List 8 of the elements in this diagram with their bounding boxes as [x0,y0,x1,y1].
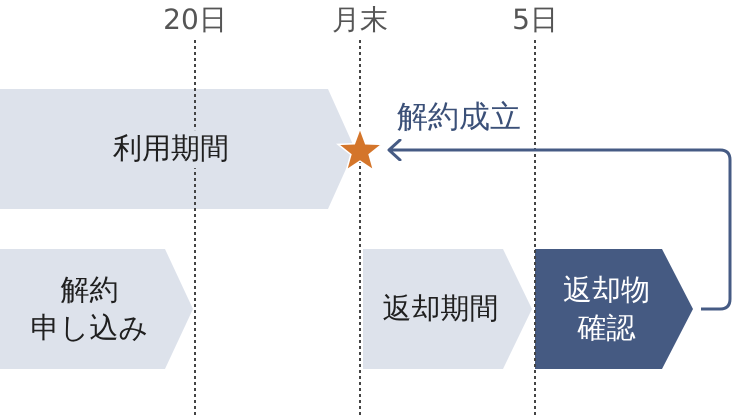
timeline-label: 5日 [512,3,558,37]
chevron-step [535,249,693,369]
timeline-label: 20日 [163,3,227,37]
chevron-step [363,249,532,369]
chevron-step [0,89,355,209]
timeline-label: 月末 [332,3,388,37]
chevron-step [0,249,193,369]
arrow [388,138,732,310]
